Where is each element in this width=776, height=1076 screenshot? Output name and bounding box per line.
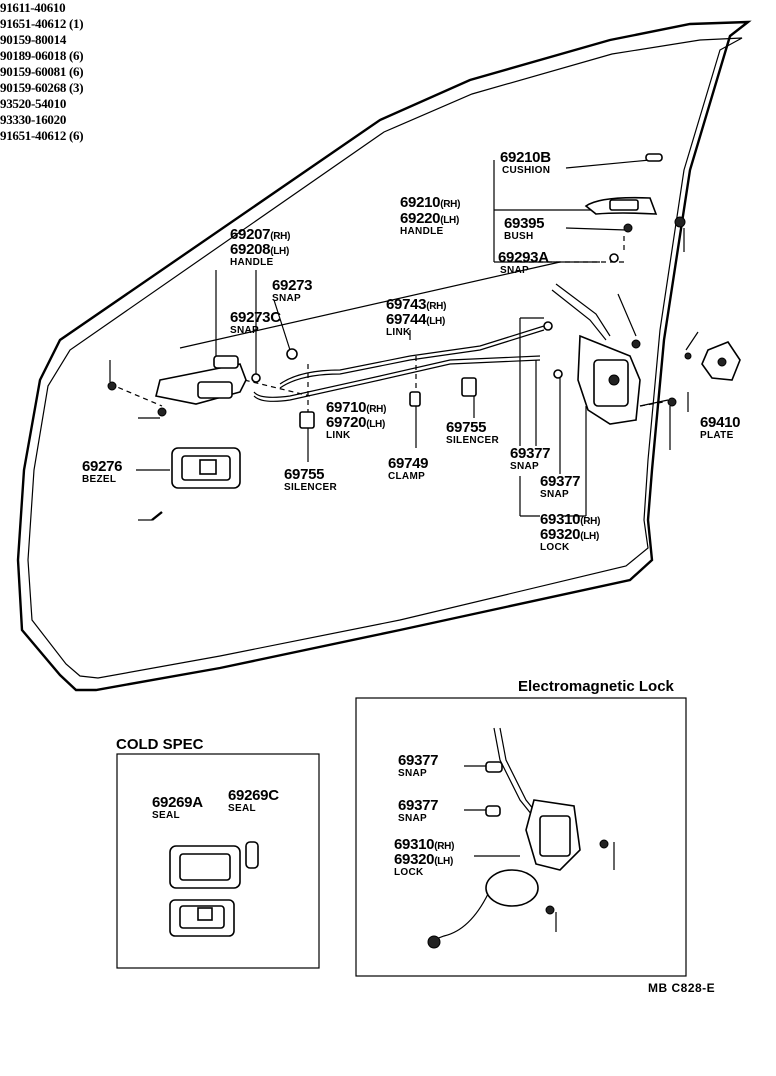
part-90159-80014-number: 90159-80014 (0, 32, 67, 47)
part-69320-number: 69320(LH) (540, 526, 600, 543)
door-outline (16, 20, 752, 692)
leader-lines (109, 159, 699, 521)
part-69377a-number: 69377 (510, 445, 551, 462)
em-snap1-name: SNAP (398, 768, 427, 779)
part-69207-name: HANDLE (230, 257, 274, 268)
part-69273c-name: SNAP (230, 325, 259, 336)
part-69310-name: LOCK (540, 542, 570, 553)
part-69377a-name: SNAP (510, 461, 539, 472)
part-91611-number: 91611-40610 (0, 0, 66, 15)
em-snap2-number: 69377 (398, 797, 439, 814)
part-90189-number: 90189-06018 (6) (0, 48, 84, 63)
part-69755b-number: 69755 (446, 419, 487, 436)
part-69755b-name: SILENCER (446, 435, 499, 446)
lock-assembly-drawing (543, 283, 741, 425)
part-90159-60268-number: 90159-60268 (3) (0, 80, 84, 95)
part-69293a-name: SNAP (500, 265, 529, 276)
em-lock-69310-number: 69310(RH) (394, 836, 455, 853)
seal-69269c-number: 69269C (228, 787, 279, 804)
diagram-code: MB C828-E (648, 981, 716, 995)
part-69710-number: 69710(RH) (326, 399, 387, 416)
part-69207-number: 69207(RH) (230, 226, 291, 243)
em-lock-name: LOCK (394, 867, 424, 878)
part-69273c-number: 69273C (230, 309, 281, 326)
em-lock-title: Electromagnetic Lock (518, 678, 674, 695)
part-69210-name: HANDLE (400, 226, 444, 237)
part-69755a-name: SILENCER (284, 482, 337, 493)
part-69743-number: 69743(RH) (386, 296, 447, 313)
em-screw-93330-number: 93330-16020 (0, 112, 67, 127)
part-69749-number: 69749 (388, 455, 429, 472)
part-69276-number: 69276 (82, 458, 123, 475)
seal-69269c-name: SEAL (228, 803, 256, 814)
part-91651a-number: 91651-40612 (1) (0, 16, 84, 31)
inside-handle-drawing (107, 348, 298, 417)
part-69410-number: 69410 (700, 414, 741, 431)
part-69273-name: SNAP (272, 293, 301, 304)
em-snap1-number: 69377 (398, 752, 439, 769)
part-69210b-name: CUSHION (502, 165, 551, 176)
part-69395-name: BUSH (504, 231, 534, 242)
part-69208-number: 69208(LH) (230, 241, 290, 258)
part-93520-number: 93520-54010 (0, 96, 67, 111)
part-69744-number: 69744(LH) (386, 311, 446, 328)
outside-handle-drawing (584, 153, 686, 263)
cold-spec-box (116, 753, 320, 969)
em-lock-box (355, 697, 687, 977)
part-69395-number: 69395 (504, 215, 545, 232)
part-69210-number: 69210(RH) (400, 194, 461, 211)
part-69720-number: 69720(LH) (326, 414, 386, 431)
part-69377b-name: SNAP (540, 489, 569, 500)
seal-69269a-name: SEAL (152, 810, 180, 821)
part-69743-name: LINK (386, 327, 411, 338)
part-69220-number: 69220(LH) (400, 210, 460, 227)
part-69410-name: PLATE (700, 430, 734, 441)
part-69310-number: 69310(RH) (540, 511, 601, 528)
part-90159-60081-number: 90159-60081 (6) (0, 64, 84, 79)
part-69293a-number: 69293A (498, 249, 549, 266)
part-69210b-number: 69210B (500, 149, 551, 166)
alignment-lines (109, 232, 665, 412)
seal-69269a-number: 69269A (152, 794, 203, 811)
part-69377b-number: 69377 (540, 473, 581, 490)
em-snap2-name: SNAP (398, 813, 427, 824)
part-69749-name: CLAMP (388, 471, 426, 482)
em-screw-91651-number: 91651-40612 (6) (0, 128, 84, 143)
bezel-drawing (151, 447, 241, 521)
part-69755a-number: 69755 (284, 466, 325, 483)
link-rods-drawing (253, 325, 545, 429)
part-69273-number: 69273 (272, 277, 313, 294)
part-69276-name: BEZEL (82, 474, 117, 485)
cold-spec-title: COLD SPEC (116, 736, 204, 753)
part-69710-name: LINK (326, 430, 351, 441)
em-lock-69320-number: 69320(LH) (394, 851, 454, 868)
